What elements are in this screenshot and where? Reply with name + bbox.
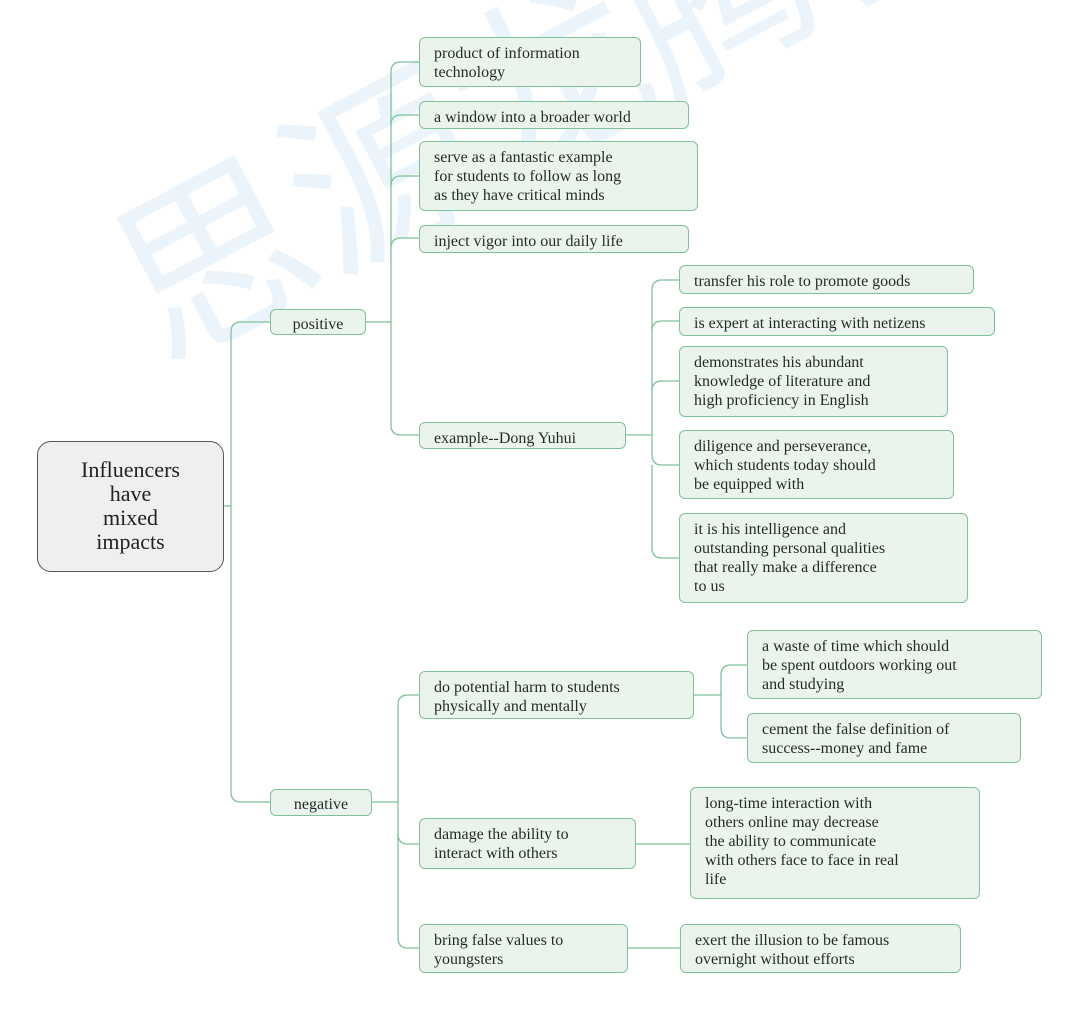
connector-harm-child-1 [720,664,747,695]
negative-item-values[interactable]: bring false values to youngsters [419,924,628,973]
example-dong-yuhui[interactable]: example--Dong Yuhui [419,422,626,449]
connector-example-item-3 [651,380,679,392]
connector-negative-item-1 [397,694,419,802]
damage-child-1[interactable]: long-time interaction with others online… [690,787,980,899]
category-negative[interactable]: negative [270,789,372,816]
connector-positive-item-3 [390,175,419,187]
connector-positive-item-2 [390,114,419,126]
connector-example-item-5 [651,465,679,559]
positive-item-2[interactable]: a window into a broader world [419,101,689,129]
harm-child-1[interactable]: a waste of time which should be spent ou… [747,630,1042,699]
example-item-1[interactable]: transfer his role to promote goods [679,265,974,294]
positive-item-4[interactable]: inject vigor into our daily life [419,225,689,253]
connector-negative-item-2 [397,833,419,845]
connector-root-positive [230,321,270,506]
root-topic[interactable]: Influencers have mixed impacts [37,441,224,572]
negative-item-damage[interactable]: damage the ability to interact with othe… [419,818,636,869]
example-item-3[interactable]: demonstrates his abundant knowledge of l… [679,346,948,417]
harm-child-2[interactable]: cement the false definition of success--… [747,713,1021,763]
connector-positive-example [390,322,419,436]
example-item-5[interactable]: it is his intelligence and outstanding p… [679,513,968,603]
connector-harm-child-2 [720,695,747,739]
example-item-2[interactable]: is expert at interacting with netizens [679,307,995,336]
connector-example-item-2 [651,320,679,332]
connector-positive-item-1 [390,61,419,322]
example-item-4[interactable]: diligence and perseverance, which studen… [679,430,954,499]
connector-negative-item-3 [397,802,419,949]
connector-root-negative [230,506,270,803]
category-positive[interactable]: positive [270,309,366,335]
values-child-1[interactable]: exert the illusion to be famous overnigh… [680,924,961,973]
connector-example-item-4 [651,435,679,466]
connector-example-item-1 [651,279,679,435]
positive-item-3[interactable]: serve as a fantastic example for student… [419,141,698,211]
negative-item-harm[interactable]: do potential harm to students physically… [419,671,694,719]
connector-positive-item-4 [390,237,419,249]
positive-item-1[interactable]: product of information technology [419,37,641,87]
